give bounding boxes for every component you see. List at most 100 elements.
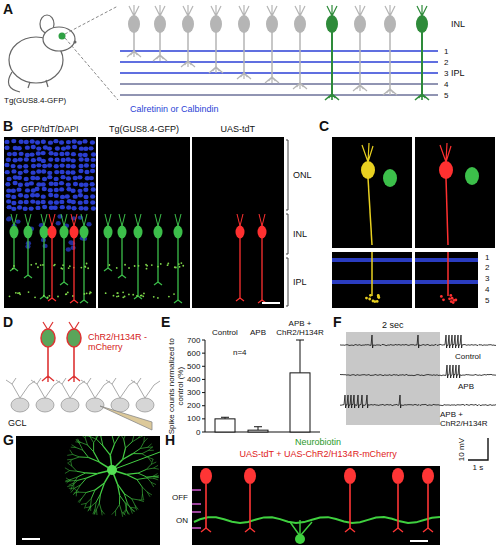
dapi-nucleus (18, 200, 23, 204)
soma (361, 161, 375, 179)
y-axis (205, 340, 206, 432)
dendrite (71, 485, 73, 490)
axon (427, 484, 429, 528)
dapi-nucleus (82, 139, 87, 143)
bar (290, 373, 310, 432)
dapi-nucleus (84, 170, 89, 174)
micrograph (332, 137, 412, 248)
axon-terminal (42, 376, 54, 382)
dapi-nucleus (30, 170, 35, 174)
bipolar-cell (181, 5, 195, 67)
axon (159, 32, 161, 55)
bar-label: APB + ChR2/H134R (270, 319, 330, 337)
dendrite (86, 490, 95, 493)
dapi-nucleus (6, 158, 11, 162)
panel-letter: E (161, 314, 170, 330)
dapi-nucleus (66, 182, 71, 186)
scale-bar (410, 540, 428, 542)
dapi-nucleus (36, 151, 41, 155)
dapi-nucleus (42, 187, 47, 191)
terminal-speckle (146, 268, 148, 270)
dendrite (140, 447, 147, 448)
dapi-nucleus (25, 188, 30, 192)
micrograph (415, 137, 495, 248)
strain-label: Tg(GUS8.4-GFP) (4, 96, 66, 105)
dapi-nucleus (4, 146, 9, 150)
axon-terminal (68, 376, 80, 382)
dapi-nucleus (59, 140, 64, 144)
dendrite (76, 439, 81, 442)
dapi-nucleus (48, 151, 53, 155)
bipolar-cell (118, 214, 127, 278)
soma (344, 468, 356, 484)
bipolar-cell (439, 143, 453, 245)
dapi-nucleus (41, 140, 46, 144)
dendrite (67, 485, 72, 487)
dapi-nucleus (60, 195, 65, 199)
dendrite (126, 473, 138, 474)
channel-label: GFP/tdT/DAPI (21, 124, 79, 134)
dendrite (56, 378, 85, 398)
dapi-nucleus (35, 176, 40, 180)
terminal-speckle (157, 297, 159, 299)
scale-bar (22, 538, 40, 540)
stratum-number: 1 (485, 253, 489, 262)
dapi-nucleus (59, 170, 64, 174)
dapi-nucleus (66, 205, 71, 209)
dapi-nucleus (90, 164, 95, 168)
dendrite (138, 469, 146, 473)
soma (61, 398, 79, 412)
dendrite (81, 436, 85, 438)
dapi-nucleus (36, 146, 41, 150)
dapi-nucleus (18, 193, 23, 197)
soma (266, 15, 278, 33)
dapi-nucleus (90, 194, 95, 198)
stain-label: Neurobiotin (295, 437, 341, 447)
dapi-nucleus (71, 200, 76, 204)
bipolar-cell (48, 214, 57, 301)
panel-letter: G (3, 432, 14, 448)
axon (177, 238, 178, 300)
dapi-nucleus (16, 187, 21, 191)
dendrite (112, 436, 114, 444)
dendrite (132, 499, 135, 505)
axon (249, 484, 251, 528)
labeled-bipolar-cell (325, 5, 339, 100)
dapi-nucleus (4, 140, 9, 144)
dendrite (93, 509, 95, 514)
dapi-nucleus (59, 152, 64, 156)
axon (157, 238, 158, 282)
dapi-nucleus (48, 188, 53, 192)
dendrite (119, 436, 125, 437)
dendrite (132, 438, 138, 442)
dapi-nucleus (70, 246, 75, 250)
axon-terminal (325, 94, 339, 100)
dendrite (71, 214, 77, 226)
dapi-nucleus (24, 157, 29, 161)
dapi-nucleus (71, 158, 76, 162)
dendrite (138, 473, 146, 477)
dapi-nucleus (48, 200, 53, 204)
soma (70, 226, 79, 239)
layer-label: GCL (8, 418, 27, 428)
dendrite (106, 378, 135, 398)
dapi-nucleus (13, 158, 18, 162)
axis-tick-label: 400 (187, 375, 200, 384)
dendrite (175, 214, 181, 226)
axon (107, 238, 108, 268)
dapi-nucleus (18, 183, 23, 187)
dapi-nucleus (66, 157, 71, 161)
soma (200, 468, 212, 484)
dendrite (124, 436, 127, 439)
light-stimulus (346, 332, 440, 425)
micrograph (415, 252, 478, 308)
dapi-nucleus (83, 200, 88, 204)
dapi-nucleus (65, 152, 70, 156)
dendrite (65, 480, 70, 482)
dapi-nucleus (5, 182, 10, 186)
terminal-bouton (368, 298, 371, 301)
dapi-nucleus (78, 153, 83, 157)
terminal-speckle (83, 293, 85, 295)
dapi-nucleus (24, 177, 29, 181)
